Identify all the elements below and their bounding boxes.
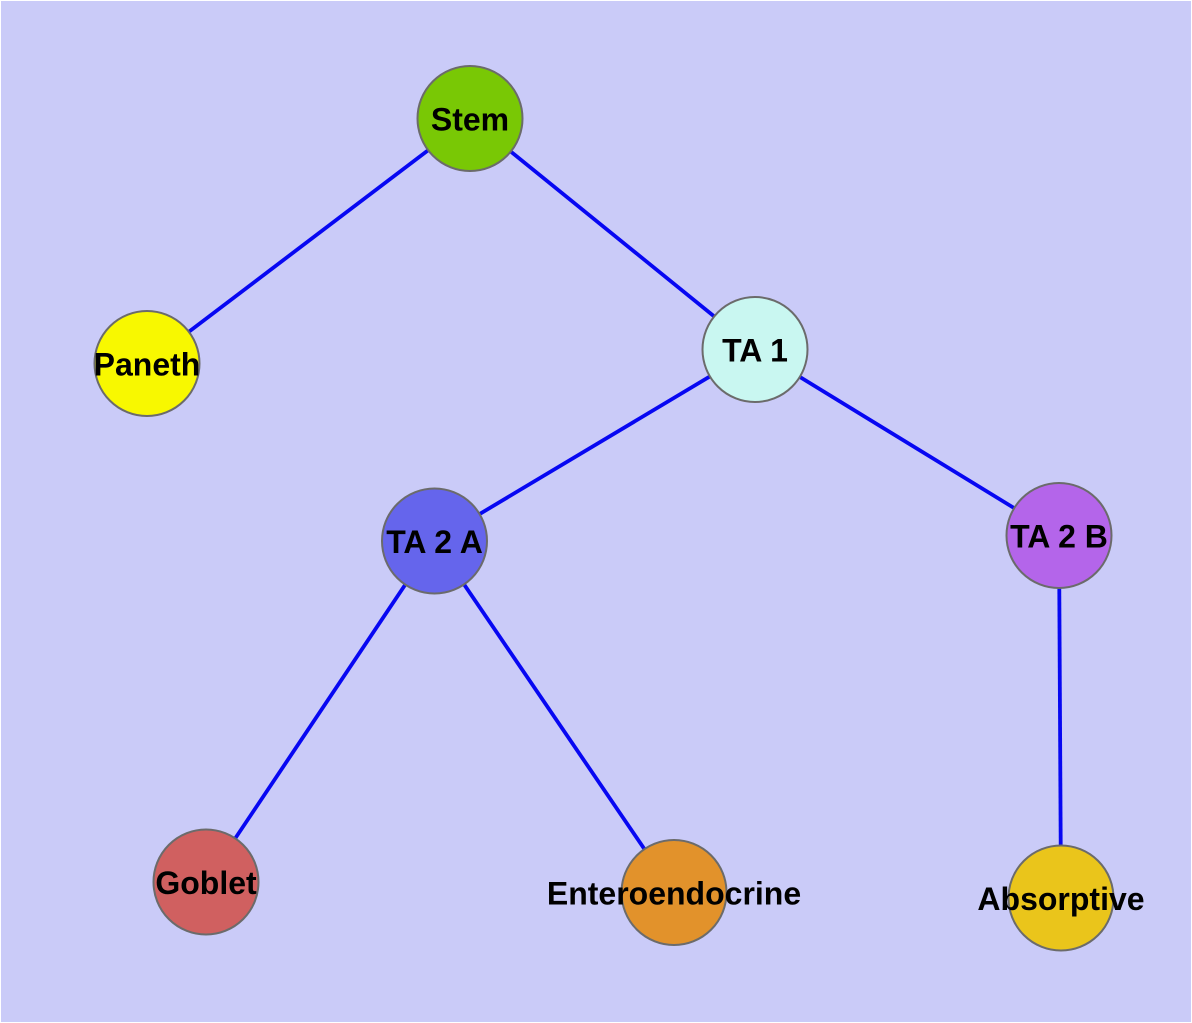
node-label-absorptive: Absorptive [977,881,1144,917]
node-ta2b [1005,482,1113,589]
node-goblet [152,828,260,936]
edge-stem-paneth [145,116,472,366]
edges-layer [145,116,1063,899]
node-paneth [93,310,201,417]
node-ta1 [701,296,809,403]
node-label-paneth: Paneth [94,347,201,383]
node-label-stem: Stem [431,102,509,138]
node-label-ta2a: TA 2 A [386,524,483,560]
node-stem [416,65,524,172]
node-label-goblet: Goblet [155,865,257,901]
node-label-enteroendocrine: Enteroendocrine [547,876,801,912]
edge-ta2a-enteroendocrine [432,539,676,894]
edge-ta2a-goblet [204,539,437,884]
nodes-layer [93,65,1115,952]
node-ta2a [381,487,488,595]
node-enteroendocrine [620,839,728,946]
edge-ta1-ta2a [433,347,756,543]
edge-ta1-ta2b [754,347,1060,538]
edge-ta2b-absorptive [1057,535,1063,899]
node-label-ta1: TA 1 [722,333,788,369]
edge-stem-ta1 [468,117,757,351]
node-label-ta2b: TA 2 B [1010,519,1108,555]
node-absorptive [1007,844,1115,952]
